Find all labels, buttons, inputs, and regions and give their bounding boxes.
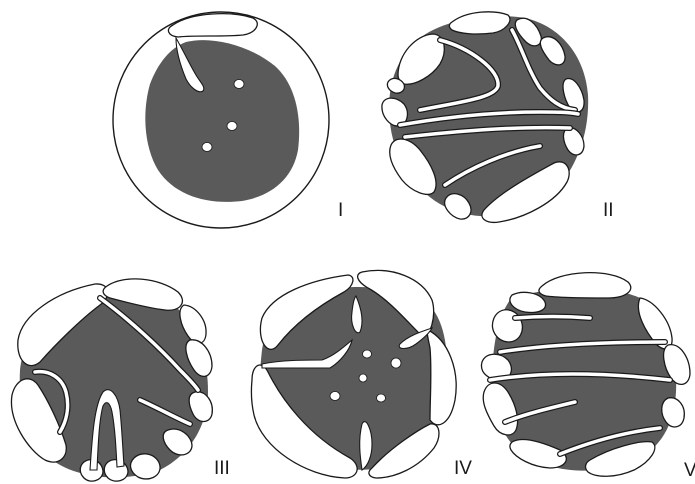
panel-2-lobe xyxy=(387,78,404,93)
panel-1-pore xyxy=(202,143,212,152)
panel-5-lobe xyxy=(539,273,631,298)
panel-1: I xyxy=(113,12,343,228)
panel-5-label: V xyxy=(684,460,695,481)
panel-2: II xyxy=(382,12,614,223)
panel-3-lobe xyxy=(104,460,128,482)
panel-5-lobe xyxy=(492,310,522,342)
panel-1-pore xyxy=(234,80,244,89)
panel-4-pore xyxy=(391,358,401,368)
panel-4-pore xyxy=(359,374,367,382)
panel-2-lobe xyxy=(449,12,510,34)
panel-3: III xyxy=(11,279,229,481)
panel-2-label: II xyxy=(603,200,614,221)
panel-1-lobe-top xyxy=(168,14,257,37)
panel-4: IV xyxy=(251,270,472,479)
panel-4-lobe xyxy=(427,330,456,425)
panel-4-label: IV xyxy=(454,458,472,479)
panel-5: V xyxy=(482,273,695,481)
panel-3-label: III xyxy=(214,458,230,479)
panel-1-label: I xyxy=(338,200,343,221)
panel-3-lobe xyxy=(131,454,161,479)
panel-4-pore xyxy=(330,392,340,401)
panel-4-pore xyxy=(363,350,372,358)
panel-4-pore xyxy=(377,394,386,402)
panel-1-pore xyxy=(227,122,237,131)
